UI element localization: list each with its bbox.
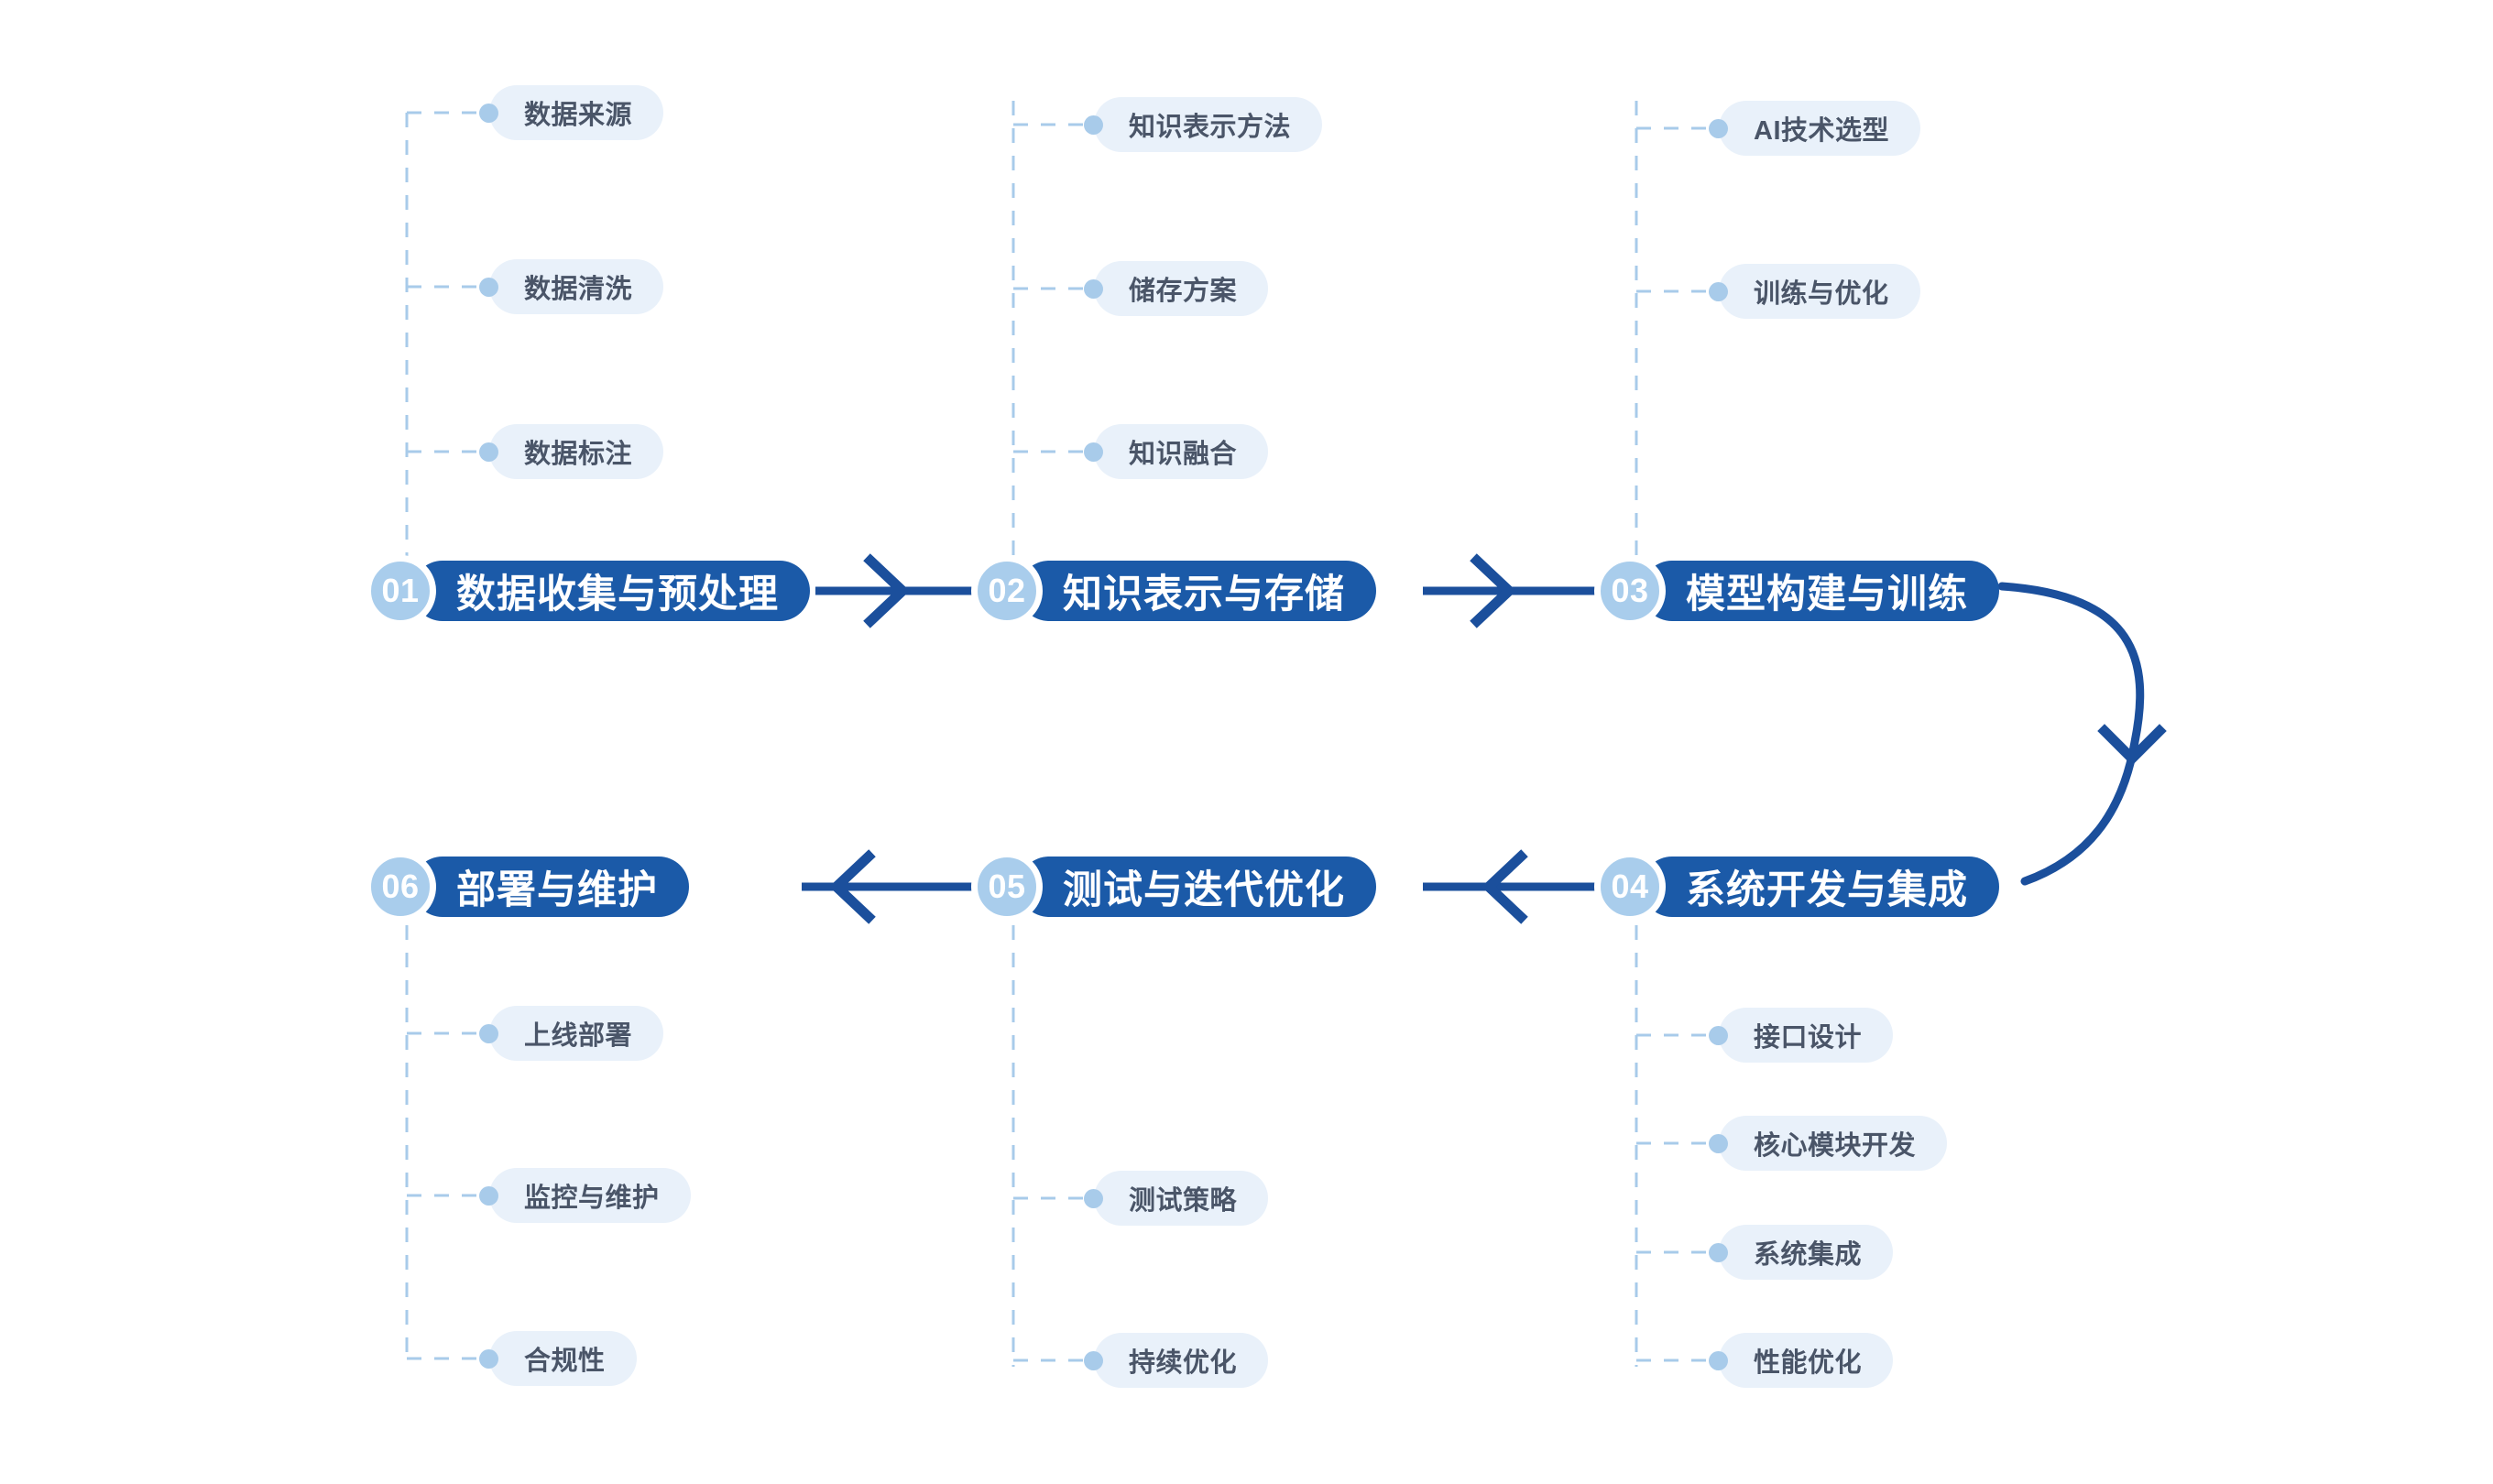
step-number-badge: 01 [365, 555, 436, 627]
sub-item-knowledge-representation[interactable]: 知识表示方法 [1084, 97, 1323, 152]
sub-item-label: 性能优化 [1719, 1333, 1894, 1388]
sub-item-label: 上线部署 [489, 1006, 664, 1061]
sub-item-monitoring-maintenance[interactable]: 监控与维护 [479, 1168, 691, 1223]
sub-item-label: 知识表示方法 [1094, 97, 1323, 152]
sub-item-core-module-development[interactable]: 核心模块开发 [1709, 1116, 1948, 1171]
flow-step-03[interactable]: 03 模型构建与训练 [1594, 551, 1999, 630]
sub-item-label: 数据清洗 [489, 259, 664, 314]
sub-item-label: 持续优化 [1094, 1333, 1269, 1388]
connector-dot-icon [479, 1348, 498, 1369]
flow-arrowhead-05-06 [828, 849, 876, 924]
sub-item-data-source[interactable]: 数据来源 [479, 85, 664, 140]
connector-dot-icon [1709, 118, 1728, 138]
step-number-badge: 03 [1594, 555, 1666, 627]
sub-item-compliance[interactable]: 合规性 [479, 1331, 637, 1386]
sub-item-continuous-optimization[interactable]: 持续优化 [1084, 1333, 1269, 1388]
connector-dot-icon [1709, 1133, 1728, 1153]
sub-item-performance-optimization[interactable]: 性能优化 [1709, 1333, 1894, 1388]
connector-dot-icon [1084, 1188, 1103, 1208]
sub-item-label: 系统集成 [1719, 1225, 1894, 1280]
connector-dot-icon [479, 1023, 498, 1043]
sub-item-training-optimization[interactable]: 训练与优化 [1709, 264, 1920, 319]
sub-item-label: 知识融合 [1094, 424, 1269, 479]
connector-dot-icon [1084, 278, 1103, 299]
sub-item-label: 监控与维护 [489, 1168, 691, 1223]
sub-item-label: 核心模块开发 [1719, 1116, 1948, 1171]
sub-item-test-strategy[interactable]: 测试策略 [1084, 1171, 1269, 1226]
flow-arrowhead-03-04 [2097, 724, 2167, 766]
flow-step-05[interactable]: 05 测试与迭代优化 [971, 847, 1376, 926]
sub-item-label: 数据来源 [489, 85, 664, 140]
connector-dot-icon [1709, 1242, 1728, 1262]
sub-item-system-integration[interactable]: 系统集成 [1709, 1225, 1894, 1280]
flow-step-01[interactable]: 01 数据收集与预处理 [365, 551, 810, 630]
connector-dot-icon [1709, 1350, 1728, 1370]
connector-dot-icon [1084, 1350, 1103, 1370]
sub-item-data-annotation[interactable]: 数据标注 [479, 424, 664, 479]
sub-item-go-live-deployment[interactable]: 上线部署 [479, 1006, 664, 1061]
connector-dot-icon [1084, 442, 1103, 462]
step-title: 系统开发与集成 [1642, 857, 1999, 917]
sub-item-storage-plan[interactable]: 储存方案 [1084, 261, 1269, 316]
flow-arrowhead-02-03 [1470, 553, 1517, 628]
sub-item-data-cleaning[interactable]: 数据清洗 [479, 259, 664, 314]
flow-step-06[interactable]: 06 部署与维护 [365, 847, 689, 926]
sub-item-ai-tech-selection[interactable]: AI技术选型 [1709, 101, 1921, 156]
sub-item-label: 合规性 [489, 1331, 637, 1386]
flow-arrowhead-01-02 [863, 553, 911, 628]
connector-dot-icon [1084, 115, 1103, 135]
flow-step-02[interactable]: 02 知识表示与存储 [971, 551, 1376, 630]
sub-item-label: 测试策略 [1094, 1171, 1269, 1226]
sub-item-knowledge-fusion[interactable]: 知识融合 [1084, 424, 1269, 479]
connector-dot-icon [479, 1185, 498, 1206]
sub-item-label: 接口设计 [1719, 1008, 1894, 1063]
step-title: 部署与维护 [412, 857, 689, 917]
step-title: 数据收集与预处理 [412, 561, 810, 621]
step-number-badge: 04 [1594, 851, 1666, 922]
connector-dot-icon [479, 103, 498, 123]
flow-arrow-curve-03-04 [1997, 582, 2145, 886]
flow-step-04[interactable]: 04 系统开发与集成 [1594, 847, 1999, 926]
step-number-badge: 02 [971, 555, 1043, 627]
connector-dot-icon [479, 277, 498, 297]
sub-item-label: 储存方案 [1094, 261, 1269, 316]
step-title: 知识表示与存储 [1019, 561, 1376, 621]
connector-dot-icon [1709, 281, 1728, 301]
step-number-badge: 05 [971, 851, 1043, 922]
connector-dot-icon [479, 442, 498, 462]
sub-item-label: 训练与优化 [1719, 264, 1920, 319]
connector-dot-icon [1709, 1025, 1728, 1045]
sub-item-interface-design[interactable]: 接口设计 [1709, 1008, 1894, 1063]
step-number-badge: 06 [365, 851, 436, 922]
step-title: 测试与迭代优化 [1019, 857, 1376, 917]
flow-arrowhead-04-05 [1481, 849, 1528, 924]
sub-item-label: AI技术选型 [1719, 101, 1921, 156]
sub-item-label: 数据标注 [489, 424, 664, 479]
step-title: 模型构建与训练 [1642, 561, 1999, 621]
